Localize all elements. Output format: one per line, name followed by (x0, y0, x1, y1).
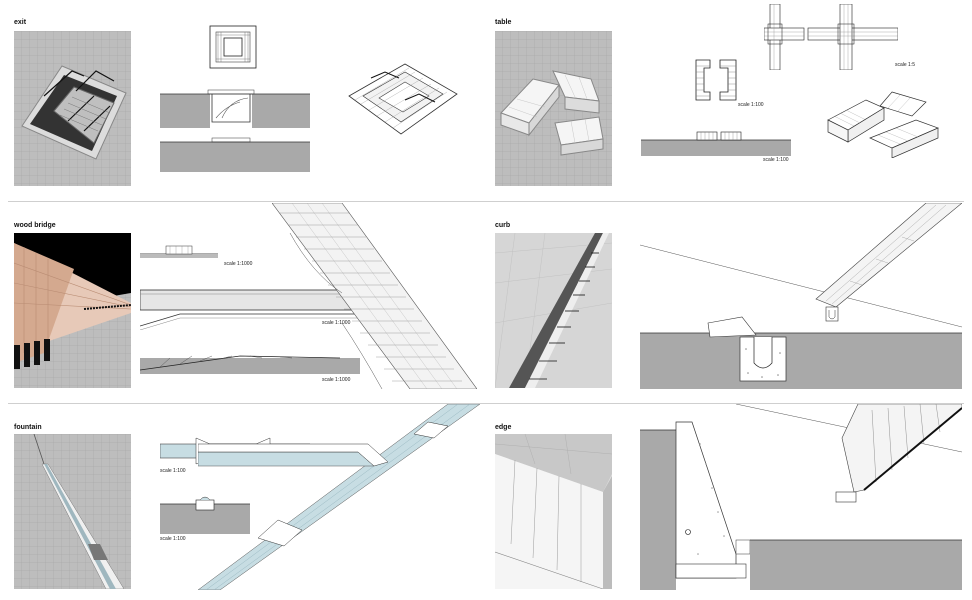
scale-table-detail: scale 1:5 (895, 62, 916, 68)
row-divider-2 (8, 403, 964, 404)
exit-plan (209, 25, 257, 69)
curb-detail (640, 203, 962, 389)
bridge-section (140, 289, 360, 330)
edge-render (495, 434, 612, 589)
exit-render (14, 31, 131, 186)
table-render (495, 31, 612, 186)
scale-bridge-elevation: scale 1:1000 (322, 377, 351, 383)
fountain-channel-detail (198, 404, 480, 590)
fountain-render (14, 434, 131, 589)
label-table: table (495, 19, 512, 26)
table-detail-joint (764, 4, 898, 70)
table-plan (695, 59, 737, 101)
scale-fountain-plan: scale 1:100 (160, 468, 186, 474)
exit-section-open (160, 89, 310, 128)
row-divider-1 (8, 201, 964, 202)
table-axonometric (827, 91, 939, 158)
bridge-plan (140, 245, 218, 258)
exit-axonometric (348, 63, 458, 135)
edge-detail (640, 404, 962, 590)
label-edge: edge (495, 424, 512, 431)
fountain-section (160, 496, 250, 534)
scale-table-section: scale 1:100 (763, 157, 789, 163)
label-curb: curb (495, 222, 511, 229)
bridge-elevation (140, 355, 360, 374)
bridge-deck-detail (272, 203, 477, 389)
scale-bridge-section: scale 1:1000 (322, 320, 351, 326)
label-exit: exit (14, 19, 27, 26)
scale-bridge-plan: scale 1:1000 (224, 261, 253, 267)
wood-bridge-render (14, 233, 131, 388)
table-section (641, 131, 791, 156)
label-fountain: fountain (14, 424, 42, 431)
exit-section-closed (160, 137, 310, 172)
curb-render (495, 233, 612, 388)
scale-fountain-section: scale 1:100 (160, 536, 186, 542)
scale-table-plan: scale 1:100 (738, 102, 764, 108)
label-wood-bridge: wood bridge (14, 222, 56, 229)
